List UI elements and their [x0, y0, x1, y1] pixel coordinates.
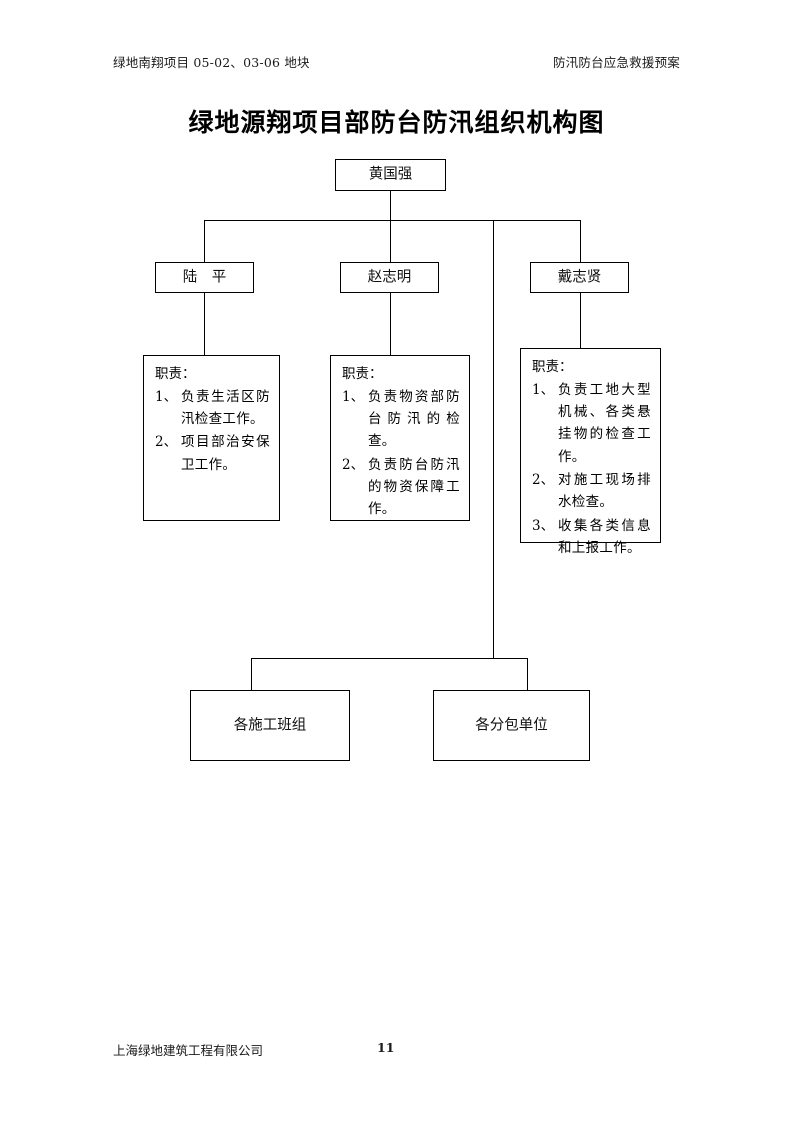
duty-item-number: 2、: [155, 434, 178, 451]
duty-item-text: 对施工现场排水检查。: [558, 471, 651, 511]
connector-trunk-top: [390, 191, 391, 221]
connector-spine-to-bottom: [493, 220, 494, 658]
connector-drop-manager-1: [204, 220, 205, 262]
connector-drop-manager-3: [580, 220, 581, 262]
duty-item-number: 1、: [342, 388, 365, 405]
org-node-manager-2-label: 赵志明: [367, 268, 412, 285]
duty-box-3-item-3: 3、 收集各类信息和上报工作。: [532, 515, 651, 560]
footer-page-number: 11: [377, 1040, 395, 1055]
header-project-label: 绿地南翔项目 05-02、03-06 地块: [113, 55, 310, 70]
duty-box-3-item-2: 2、 对施工现场排水检查。: [532, 469, 651, 514]
duty-item-text: 负责防台防汛的物资保障工作。: [368, 456, 460, 518]
duty-item-text: 收集各类信息和上报工作。: [558, 517, 651, 556]
connector-manager-1-to-duty: [204, 293, 205, 355]
org-node-manager-2: 赵志明: [340, 262, 439, 293]
org-node-crew-teams: 各施工班组: [190, 690, 350, 761]
duty-box-1-title: 职责：: [155, 366, 196, 382]
connector-manager-2-to-duty: [390, 293, 391, 355]
duty-box-3-item-1: 1、 负责工地大型机械、各类悬挂物的检查工作。: [532, 379, 651, 468]
connector-bus-level2: [204, 220, 580, 221]
duty-item-text: 负责物资部防台防汛的检查。: [368, 388, 460, 450]
duty-box-2: 职责： 1、 负责物资部防台防汛的检查。 2、 负责防台防汛的物资保障工作。: [330, 355, 470, 521]
org-node-crew-teams-label: 各施工班组: [233, 716, 307, 733]
org-node-manager-1-label: 陆 平: [182, 268, 227, 285]
org-node-manager-3-label: 戴志贤: [557, 268, 602, 285]
duty-item-number: 1、: [532, 381, 555, 398]
duty-item-number: 1、: [155, 388, 178, 405]
duty-box-2-item-2: 2、 负责防台防汛的物资保障工作。: [342, 454, 460, 521]
connector-drop-bottom-1: [251, 658, 252, 690]
page-title: 绿地源翔项目部防台防汛组织机构图: [188, 108, 605, 137]
duty-box-3: 职责： 1、 负责工地大型机械、各类悬挂物的检查工作。 2、 对施工现场排水检查…: [520, 348, 661, 556]
duty-item-text: 负责生活区防汛检查工作。: [181, 388, 270, 428]
connector-bus-bottom: [251, 658, 528, 659]
footer-company-label: 上海绿地建筑工程有限公司: [113, 1043, 264, 1058]
duty-item-text: 项目部治安保卫工作。: [181, 434, 270, 473]
duty-item-text: 负责工地大型机械、各类悬挂物的检查工作。: [558, 381, 651, 465]
connector-drop-bottom-2: [527, 658, 528, 690]
org-node-manager-1: 陆 平: [155, 262, 254, 293]
connector-manager-3-to-duty: [580, 293, 581, 348]
duty-box-2-item-1: 1、 负责物资部防台防汛的检查。: [342, 386, 460, 453]
org-node-director: 黄国强: [335, 159, 446, 191]
duty-box-1-item-2: 2、 项目部治安保卫工作。: [155, 431, 270, 476]
header-document-label: 防汛防台应急救援预案: [552, 55, 680, 70]
org-node-manager-3: 戴志贤: [530, 262, 629, 293]
duty-item-number: 3、: [532, 517, 555, 534]
duty-item-number: 2、: [532, 471, 555, 488]
duty-box-3-title: 职责：: [532, 359, 573, 375]
duty-box-1-item-1: 1、 负责生活区防汛检查工作。: [155, 386, 270, 431]
page-running-head: 绿地南翔项目 05-02、03-06 地块 防汛防台应急救援预案: [113, 52, 680, 72]
connector-drop-manager-2: [390, 220, 391, 262]
org-node-subcontractors: 各分包单位: [433, 690, 590, 761]
org-node-subcontractors-label: 各分包单位: [475, 716, 548, 733]
duty-box-2-title: 职责：: [342, 366, 383, 382]
org-node-director-label: 黄国强: [368, 166, 413, 183]
duty-item-number: 2、: [342, 456, 365, 473]
page-footer: 上海绿地建筑工程有限公司 11: [113, 1040, 680, 1058]
duty-box-1: 职责： 1、 负责生活区防汛检查工作。 2、 项目部治安保卫工作。: [143, 355, 280, 521]
